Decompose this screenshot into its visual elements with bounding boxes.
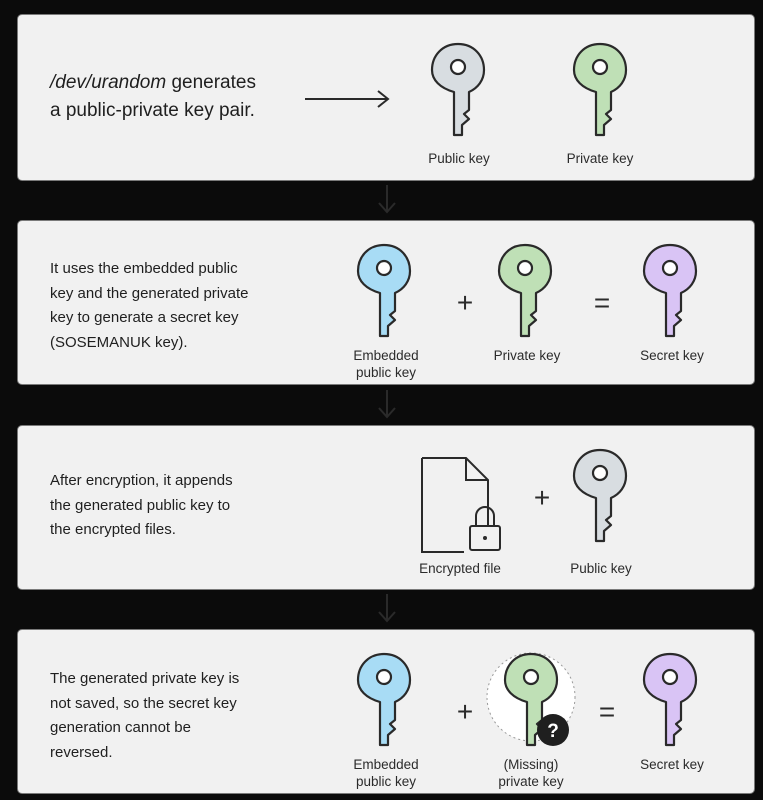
private-key-caption: Private key: [566, 151, 634, 166]
key-icon: [572, 42, 628, 137]
step-4-text: The generated private key is not saved, …: [50, 667, 239, 765]
step-3-line: the encrypted files.: [50, 521, 176, 538]
badge-text: ?: [547, 721, 559, 742]
step-panel-2: It uses the embedded public key and the …: [17, 220, 755, 385]
step-2-text: It uses the embedded public key and the …: [50, 257, 248, 355]
key-icon: [642, 243, 698, 338]
step-1-text: /dev/urandom generates a public-private …: [50, 69, 256, 125]
step-3-line: After encryption, it appends: [50, 472, 233, 489]
step-panel-4: The generated private key is not saved, …: [17, 629, 755, 794]
encrypted-file-caption: Encrypted file: [419, 561, 501, 576]
step-3-text: After encryption, it appends the generat…: [50, 469, 233, 543]
step-panel-3: After encryption, it appends the generat…: [17, 425, 755, 590]
plus-operator: +: [533, 482, 551, 513]
caption-line: public key: [355, 774, 417, 789]
key-icon: [430, 42, 486, 137]
arrow-down-icon: [378, 594, 396, 623]
key-icon: [356, 652, 412, 747]
step-4-line: not saved, so the secret key: [50, 694, 237, 712]
step-2-line: (SOSEMANUK key).: [50, 333, 188, 351]
step-4-line: The generated private key is: [50, 670, 240, 687]
arrow-right-icon: [305, 90, 390, 108]
step-2-line: key and the generated private: [50, 284, 249, 302]
caption-line: Embedded: [353, 348, 419, 363]
urandom-label: /dev/urandom: [50, 72, 167, 93]
padlock-icon: [469, 506, 501, 551]
plus-operator: +: [456, 287, 474, 318]
arrow-down-icon: [378, 185, 396, 214]
private-key-caption: Private key: [493, 348, 561, 363]
step-3-line: the generated public key to: [50, 496, 231, 514]
key-icon: [572, 448, 628, 543]
key-icon: [356, 243, 412, 338]
caption-line: Embedded: [353, 757, 419, 772]
arrow-down-icon: [378, 390, 396, 419]
step-1-text-line2: a public-private key pair.: [50, 100, 255, 121]
step-2-line: It uses the embedded public: [50, 260, 238, 277]
plus-operator: +: [456, 696, 474, 727]
step-1-text-rest: generates: [166, 72, 256, 93]
caption-line: private key: [498, 774, 564, 789]
missing-private-key-caption: (Missing) private key: [498, 756, 563, 790]
key-icon: [497, 243, 553, 338]
key-icon: [642, 652, 698, 747]
caption-line: public key: [355, 365, 417, 380]
caption-line: (Missing): [503, 757, 559, 772]
secret-key-caption: Secret key: [640, 757, 704, 772]
step-4-line: reversed.: [50, 743, 113, 761]
embedded-public-key-caption: Embedded public key: [353, 347, 418, 381]
step-4-line: generation cannot be: [50, 719, 191, 736]
public-key-caption: Public key: [570, 561, 632, 576]
question-badge-icon: ?: [537, 714, 569, 746]
key-icon: [503, 652, 559, 747]
step-panel-1: /dev/urandom generates a public-private …: [17, 14, 755, 181]
equals-operator: =: [593, 287, 611, 318]
public-key-caption: Public key: [428, 151, 490, 166]
embedded-public-key-caption: Embedded public key: [353, 756, 418, 790]
equals-operator: =: [598, 696, 616, 727]
document-icon: [421, 457, 501, 553]
secret-key-caption: Secret key: [640, 348, 704, 363]
step-2-line: key to generate a secret key: [50, 309, 239, 326]
